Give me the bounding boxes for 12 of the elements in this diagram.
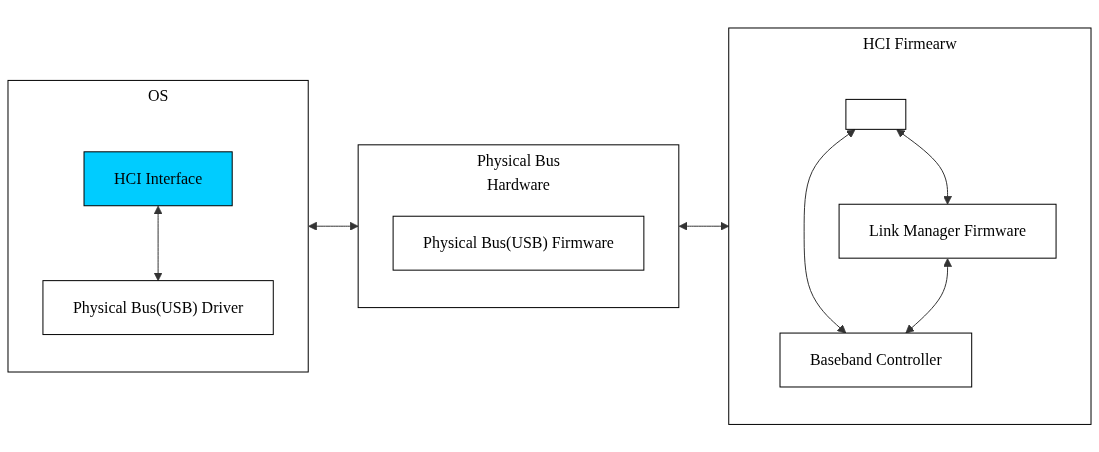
arrow xyxy=(905,257,952,334)
node-box: Physical Bus(USB) Driver xyxy=(42,279,274,335)
arrow xyxy=(153,205,163,281)
node-box: Physical Bus(USB) Firmware xyxy=(392,215,645,271)
node-box: HCI Interface xyxy=(83,151,233,206)
node-box: Link Manager Firmware xyxy=(838,203,1057,259)
node-box: Baseband Controller xyxy=(779,332,973,388)
node-box xyxy=(845,98,907,130)
arrow xyxy=(803,128,856,334)
arrow xyxy=(896,128,952,205)
arrow xyxy=(678,221,730,231)
arrow xyxy=(308,221,359,231)
